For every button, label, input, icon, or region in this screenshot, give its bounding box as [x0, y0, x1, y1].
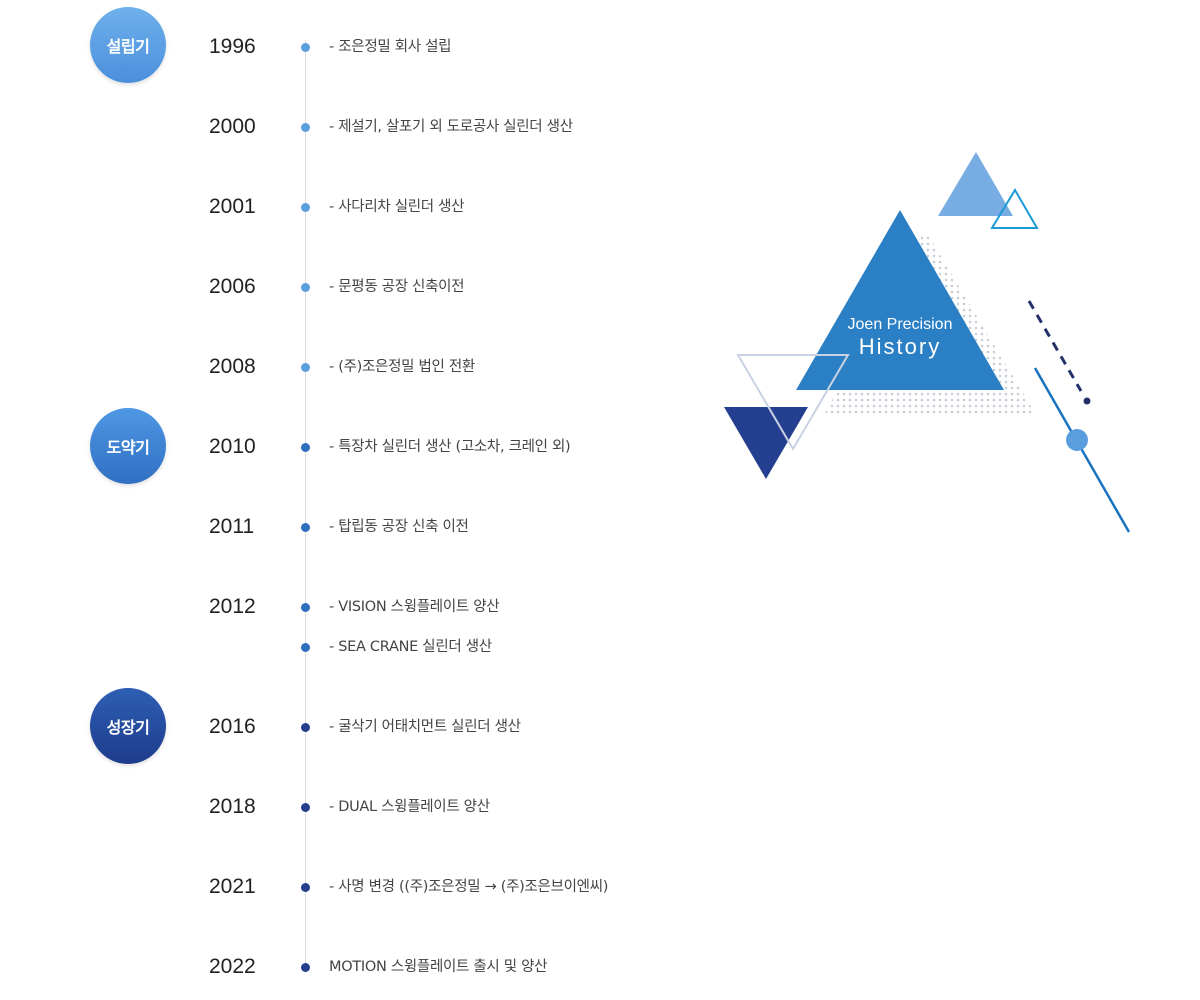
timeline-event: - 제설기, 살포기 외 도로공사 실린더 생산 [329, 119, 573, 135]
timeline-dot [301, 803, 310, 812]
graphic-title-line1: Joen Precision [848, 316, 953, 333]
timeline-row: 2000 - 제설기, 살포기 외 도로공사 실린더 생산 [0, 112, 700, 142]
timeline-event: - 사다리차 실린더 생산 [329, 199, 465, 215]
timeline-event: - 조은정밀 회사 설립 [329, 39, 452, 55]
timeline-dot [301, 283, 310, 292]
timeline-row: 2021 - 사명 변경 ((주)조은정밀 → (주)조은브이엔씨) [0, 872, 700, 902]
timeline-event: - VISION 스윙플레이트 양산 [329, 599, 500, 615]
timeline-row: 1996 - 조은정밀 회사 설립 [0, 32, 700, 62]
timeline-row: 2006 - 문평동 공장 신축이전 [0, 272, 700, 302]
timeline-year: 1996 [209, 35, 256, 58]
dashed-line-shape [1027, 300, 1083, 392]
timeline-event: - 탑립동 공장 신축 이전 [329, 519, 469, 535]
timeline-year: 2006 [209, 275, 256, 298]
timeline-dot [301, 443, 310, 452]
timeline-dot [301, 723, 310, 732]
timeline-year: 2012 [209, 595, 256, 618]
stage-badge-growth: 성장기 [90, 688, 166, 764]
small-triangle-shape [938, 152, 1013, 216]
timeline-year: 2016 [209, 715, 256, 738]
timeline-dot [301, 643, 310, 652]
timeline-dot [301, 203, 310, 212]
main-triangle-shape [796, 210, 1004, 390]
timeline-dot [301, 883, 310, 892]
timeline-year: 2018 [209, 795, 256, 818]
timeline-event: - 굴삭기 어태치먼트 실린더 생산 [329, 719, 521, 735]
timeline-year: 2022 [209, 955, 256, 978]
timeline-event: - DUAL 스윙플레이트 양산 [329, 799, 490, 815]
timeline-line [305, 40, 306, 970]
timeline-row: 2001 - 사다리차 실린더 생산 [0, 192, 700, 222]
timeline-event: - 문평동 공장 신축이전 [329, 279, 465, 295]
timeline-row: 2018 - DUAL 스윙플레이트 양산 [0, 792, 700, 822]
timeline-event: - 사명 변경 ((주)조은정밀 → (주)조은브이엔씨) [329, 879, 609, 895]
timeline-year: 2000 [209, 115, 256, 138]
graphic-title-line2: History [859, 334, 941, 359]
stage-badge-leap: 도약기 [90, 408, 166, 484]
timeline-year: 2021 [209, 875, 256, 898]
timeline-year: 2011 [209, 515, 255, 538]
timeline-year: 2008 [209, 355, 256, 378]
timeline-row: 2008 - (주)조은정밀 법인 전환 [0, 352, 700, 382]
timeline-dot [301, 603, 310, 612]
timeline-row: 2011 - 탑립동 공장 신축 이전 [0, 512, 700, 542]
blue-circle-shape [1066, 429, 1088, 451]
timeline-event: - (주)조은정밀 법인 전환 [329, 359, 475, 375]
outline-inverted-triangle-shape [736, 354, 850, 451]
history-triangle-graphic: Joen Precision History [724, 152, 1131, 533]
diagonal-line-shape [1033, 367, 1131, 533]
timeline-row: 2022 MOTION 스윙플레이트 출시 및 양산 [0, 952, 700, 982]
timeline-event: - SEA CRANE 실린더 생산 [329, 639, 492, 655]
timeline-dot [301, 123, 310, 132]
timeline-event: - 특장차 실린더 생산 (고소차, 크레인 외) [329, 439, 571, 455]
stage-badge-founding: 설립기 [90, 7, 166, 83]
timeline-year: 2010 [209, 435, 256, 458]
timeline-row: 2010 - 특장차 실린더 생산 (고소차, 크레인 외) [0, 432, 700, 462]
timeline-event: MOTION 스윙플레이트 출시 및 양산 [329, 959, 548, 975]
timeline-dot [301, 43, 310, 52]
timeline-row: - SEA CRANE 실린더 생산 [0, 632, 700, 662]
timeline-dot [301, 963, 310, 972]
navy-inverted-triangle-shape [724, 407, 808, 479]
timeline-year: 2001 [209, 195, 256, 218]
timeline-row: 2012 - VISION 스윙플레이트 양산 [0, 592, 700, 622]
timeline-row: 2016 - 굴삭기 어태치먼트 실린더 생산 [0, 712, 700, 742]
timeline-dot [301, 523, 310, 532]
timeline-dot [301, 363, 310, 372]
outline-triangle-shape [990, 188, 1039, 229]
small-dot-shape [1083, 397, 1091, 405]
